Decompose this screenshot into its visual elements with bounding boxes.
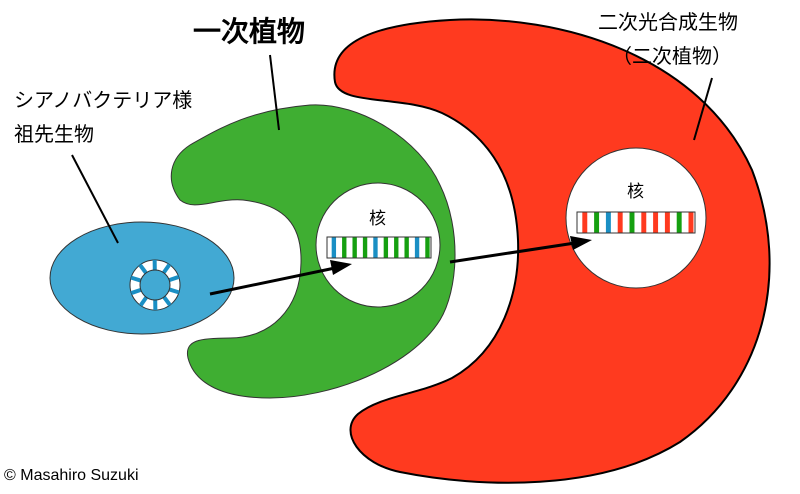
leader-primary bbox=[269, 54, 280, 131]
ring-inner bbox=[139, 269, 171, 301]
ring-mark bbox=[168, 275, 180, 283]
gene-stripe-green bbox=[404, 237, 409, 258]
label-nucleus-primary: 核 bbox=[369, 209, 386, 229]
gene-stripe-green bbox=[352, 237, 357, 258]
gene-stripe-green bbox=[676, 212, 682, 233]
transfer-arrow-1 bbox=[209, 266, 336, 296]
label-primary-plant: 一次植物 bbox=[193, 15, 306, 48]
label-cyanobacteria-line2: 祖先生物 bbox=[14, 122, 94, 146]
label-nucleus-secondary: 核 bbox=[627, 182, 644, 202]
label-secondary-line1: 二次光合成生物 bbox=[598, 10, 738, 34]
ring-mark bbox=[162, 263, 172, 274]
gene-stripe-green bbox=[362, 237, 368, 258]
ring-mark bbox=[130, 287, 142, 295]
gene-stripe-red bbox=[641, 212, 647, 233]
secondary-gene-bar bbox=[576, 211, 696, 234]
gene-box-border bbox=[326, 236, 432, 259]
gene-stripe-red bbox=[653, 212, 659, 233]
ring-gene-marks bbox=[130, 259, 180, 311]
ring-mark bbox=[138, 296, 148, 307]
ring-mark bbox=[130, 275, 142, 283]
gene-stripe-green bbox=[425, 237, 430, 258]
gene-stripe-green bbox=[594, 212, 600, 233]
primary-plant-cell bbox=[170, 104, 456, 399]
gene-stripe-green bbox=[342, 237, 347, 258]
arrowhead-2 bbox=[570, 236, 592, 250]
gene-stripe-blue bbox=[331, 237, 337, 258]
gene-stripe-green bbox=[629, 212, 635, 233]
leader-secondary bbox=[693, 77, 713, 141]
gene-stripe-blue bbox=[373, 237, 378, 258]
gene-stripe-green bbox=[394, 237, 399, 258]
gene-stripe-red bbox=[617, 212, 623, 233]
gene-stripe-red bbox=[582, 212, 588, 233]
gene-stripe-red bbox=[664, 212, 670, 233]
ring-mark bbox=[138, 263, 148, 275]
gene-stripe-red bbox=[688, 212, 694, 233]
copyright: © Masahiro Suzuki bbox=[4, 467, 139, 484]
secondary-plant-cell bbox=[333, 18, 771, 484]
gene-box-border bbox=[576, 211, 696, 234]
ring-mark bbox=[162, 295, 172, 307]
gene-stripe-blue bbox=[605, 212, 611, 233]
gene-stripe-blue bbox=[414, 237, 420, 258]
label-cyanobacteria-line1: シアノバクテリア様 bbox=[14, 88, 193, 112]
leader-cyanobacteria bbox=[71, 154, 119, 244]
arrowhead-1 bbox=[330, 260, 352, 275]
ring-mark bbox=[168, 287, 180, 295]
transfer-arrow-2 bbox=[449, 241, 576, 264]
gene-stripe-green bbox=[383, 237, 389, 258]
label-secondary-line2: （二次植物） bbox=[612, 44, 732, 68]
primary-gene-bar bbox=[326, 236, 432, 259]
